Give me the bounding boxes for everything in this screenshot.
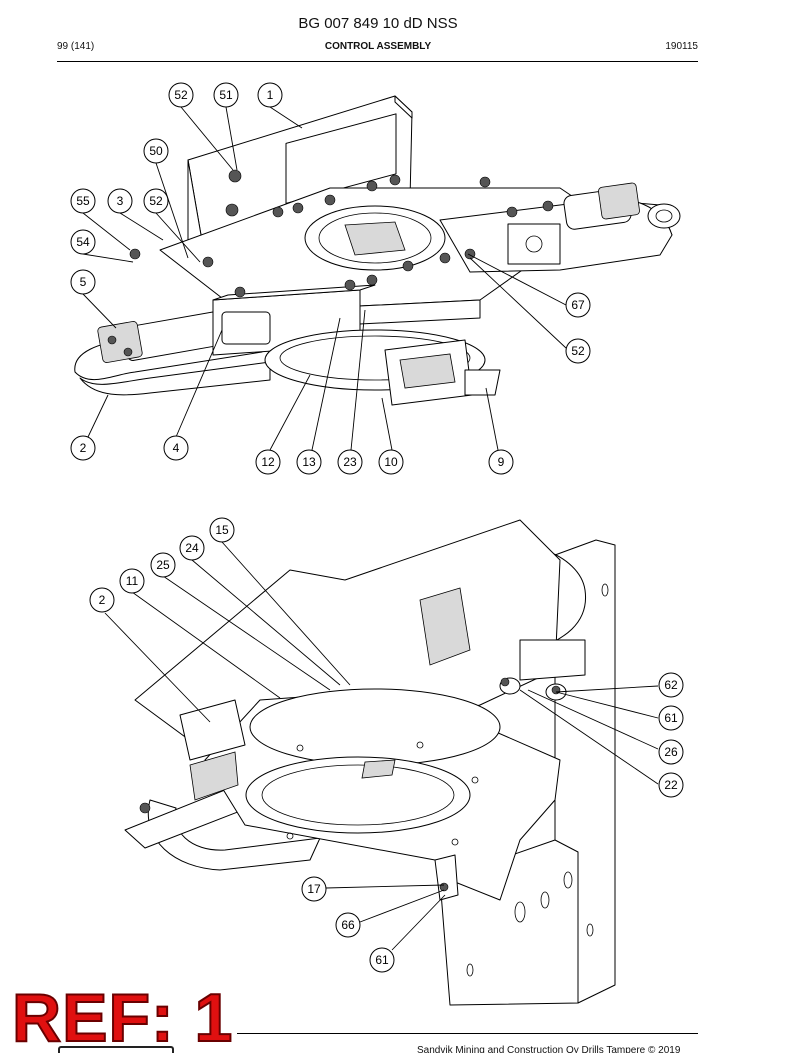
svg-text:55: 55: [76, 194, 90, 208]
svg-text:61: 61: [664, 711, 678, 725]
svg-text:1: 1: [267, 88, 274, 102]
svg-text:54: 54: [76, 235, 90, 249]
callout-top-5: 5: [70, 269, 96, 295]
svg-text:62: 62: [664, 678, 678, 692]
svg-text:9: 9: [498, 455, 505, 469]
callout-bot-15: 15: [209, 517, 235, 543]
header-rule: [57, 61, 698, 62]
callout-top-50: 50: [143, 138, 169, 164]
callout-top-55: 55: [70, 188, 96, 214]
svg-text:24: 24: [185, 541, 199, 555]
callout-top-12: 12: [255, 449, 281, 475]
svg-text:4: 4: [173, 441, 180, 455]
footer-rule: [237, 1033, 698, 1034]
callout-top-52c: 52: [565, 338, 591, 364]
callout-top-2: 2: [70, 435, 96, 461]
svg-text:61: 61: [375, 953, 389, 967]
callout-bot-17: 17: [301, 876, 327, 902]
callout-bot-2: 2: [89, 587, 115, 613]
callout-top-67: 67: [565, 292, 591, 318]
plate-holes: [466, 583, 609, 977]
svg-text:51: 51: [219, 88, 233, 102]
callout-top-52b: 52: [143, 188, 169, 214]
svg-text:10: 10: [384, 455, 398, 469]
callout-bot-26: 26: [658, 739, 684, 765]
svg-text:52: 52: [571, 344, 585, 358]
svg-text:66: 66: [341, 918, 355, 932]
callout-top-3: 3: [107, 188, 133, 214]
revision-date: 190115: [665, 41, 698, 52]
svg-text:15: 15: [215, 523, 229, 537]
svg-text:12: 12: [261, 455, 275, 469]
ref-stamp: REF: 1: [11, 980, 234, 1053]
svg-text:26: 26: [664, 745, 678, 759]
callout-top-23: 23: [337, 449, 363, 475]
callout-bot-66: 66: [335, 912, 361, 938]
svg-text:17: 17: [307, 882, 321, 896]
callout-bot-25: 25: [150, 552, 176, 578]
sandvik-logo: [58, 1046, 174, 1053]
document-id: BG 007 849 10 dD NSS: [298, 15, 458, 32]
callout-top-9: 9: [488, 449, 514, 475]
callout-top-4: 4: [163, 435, 189, 461]
svg-text:3: 3: [117, 194, 124, 208]
callout-bot-22: 22: [658, 772, 684, 798]
svg-text:13: 13: [302, 455, 316, 469]
svg-text:22: 22: [664, 778, 678, 792]
callout-bot-24: 24: [179, 535, 205, 561]
svg-text:25: 25: [156, 558, 170, 572]
svg-text:11: 11: [126, 574, 139, 588]
callout-bot-61b: 61: [369, 947, 395, 973]
svg-text:52: 52: [149, 194, 163, 208]
svg-text:23: 23: [343, 455, 357, 469]
section-title: CONTROL ASSEMBLY: [324, 41, 432, 52]
svg-text:2: 2: [99, 593, 106, 607]
callout-bot-61a: 61: [658, 705, 684, 731]
callout-top-52a: 52: [168, 82, 194, 108]
svg-text:52: 52: [174, 88, 188, 102]
page-number: 99 (141): [57, 41, 95, 52]
callout-top-51: 51: [213, 82, 239, 108]
footer-copyright: Sandvik Mining and Construction Oy Drill…: [417, 1045, 681, 1053]
svg-text:2: 2: [80, 441, 87, 455]
callout-top-13: 13: [296, 449, 322, 475]
svg-text:67: 67: [571, 298, 585, 312]
callout-top-1: 1: [257, 82, 283, 108]
callout-top-54: 54: [70, 229, 96, 255]
callout-bot-11: 11: [119, 568, 145, 594]
svg-text:50: 50: [149, 144, 163, 158]
callout-bot-62: 62: [658, 672, 684, 698]
callout-top-10: 10: [378, 449, 404, 475]
svg-text:5: 5: [80, 275, 87, 289]
